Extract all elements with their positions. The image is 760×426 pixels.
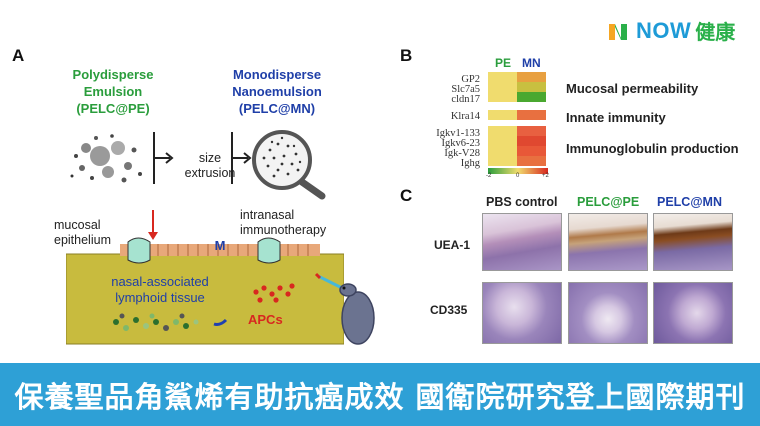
col-pelc-mn: PELC@MN	[657, 195, 722, 209]
gene-label: Igkv1-133	[436, 128, 480, 139]
pe-title: Polydisperse Emulsion (PELC@PE)	[58, 66, 168, 117]
tissue-cd335-mn	[653, 282, 733, 344]
panel-c-letter: C	[400, 186, 413, 205]
brand-mark-icon	[609, 23, 627, 40]
headline-text: 保養聖品角鯊烯有助抗癌成效 國衛院研究登上國際期刊	[14, 379, 746, 414]
gene-label: GP2	[461, 74, 480, 85]
mn-title-line3: (PELC@MN)	[238, 101, 316, 116]
size-extrusion-label: size extrusion	[182, 151, 238, 181]
gene-label: Ighg	[460, 158, 480, 169]
category-mucosal-permeability: Mucosal permeability	[566, 81, 699, 96]
magnifier-nanoemulsion-icon	[252, 130, 326, 200]
gene-group-1: GP2 Slc7a5 cldn17	[420, 74, 480, 105]
intranasal-label-line2: immunotherapy	[240, 223, 327, 237]
size-label: size	[198, 151, 222, 165]
tissue-uea1-mn	[653, 213, 733, 271]
pe-title-line1: Polydisperse	[72, 67, 154, 82]
col-pelc-pe: PELC@PE	[577, 195, 640, 209]
polydisperse-droplets-icon	[70, 134, 142, 183]
gene-label: cldn17	[451, 94, 480, 105]
row-uea1: UEA-1	[434, 238, 471, 252]
mucosal-epithelium-label: mucosal epithelium	[54, 218, 111, 248]
gene-group-3: Igkv1-133 Igkv6-23 Igk-V28 Ighg	[420, 128, 481, 169]
nalt-label-line1: nasal-associated	[111, 274, 209, 289]
mn-title-line1: Monodisperse	[232, 67, 322, 82]
brand-logo: NOW 健康	[606, 16, 735, 45]
col-pbs-control: PBS control	[486, 195, 558, 209]
panel-b-letter: B	[400, 46, 413, 65]
headline-banner: 保養聖品角鯊烯有助抗癌成效 國衛院研究登上國際期刊	[0, 363, 760, 426]
mouse-icon	[314, 272, 375, 345]
extrusion-label: extrusion	[184, 166, 236, 180]
nalt-label-line2: lymphoid tissue	[115, 290, 205, 305]
nasal-tissue-diagram	[66, 237, 344, 345]
gene-group-2: Klra14	[420, 111, 480, 122]
brand-name-cn: 健康	[695, 20, 736, 44]
intranasal-label: intranasal immunotherapy	[240, 208, 326, 238]
nalt-label: nasal-associated lymphoid tissue	[100, 274, 220, 306]
gene-label: Klra14	[450, 111, 480, 122]
intranasal-label-line1: intranasal	[240, 208, 295, 222]
gene-label: Igk-V28	[444, 148, 480, 159]
tissue-uea1-pbs	[482, 213, 562, 271]
mn-title-line2: Nanoemulsion	[232, 84, 322, 99]
heatmap-col-mn: MN	[522, 56, 541, 70]
panel-a-letter: A	[12, 46, 25, 65]
scale-min: -2	[486, 173, 492, 179]
m-cell-label: M	[214, 238, 226, 253]
heatmap	[488, 72, 546, 166]
mucosal-label-line1: mucosal	[54, 218, 101, 232]
extrusion-bracket-2-icon	[231, 132, 252, 184]
pe-title-line2: Emulsion	[83, 84, 143, 99]
tissue-cd335-pbs	[482, 282, 562, 344]
heatmap-col-pe: PE	[495, 56, 512, 70]
red-arrow-left-icon	[148, 210, 158, 240]
tissue-cd335-pe	[568, 282, 648, 344]
mucosal-label-line2: epithelium	[54, 233, 111, 247]
extrusion-bracket-icon	[153, 132, 174, 184]
gene-label: Igkv6-23	[441, 138, 481, 149]
apcs-label: APCs	[248, 312, 283, 327]
scale-max: +2	[542, 173, 549, 179]
color-scale-bar	[488, 168, 548, 174]
row-cd335: CD335	[430, 303, 468, 317]
pe-title-line3: (PELC@PE)	[76, 101, 150, 116]
category-innate-immunity: Innate immunity	[566, 110, 666, 125]
gene-label: Slc7a5	[451, 84, 480, 95]
brand-name: NOW	[636, 17, 692, 43]
mn-title: Monodisperse Nanoemulsion (PELC@MN)	[222, 66, 332, 117]
scale-mid: 0	[516, 173, 520, 179]
tissue-uea1-pe	[568, 213, 648, 271]
category-immunoglobulin-production: Immunoglobulin production	[566, 141, 739, 156]
